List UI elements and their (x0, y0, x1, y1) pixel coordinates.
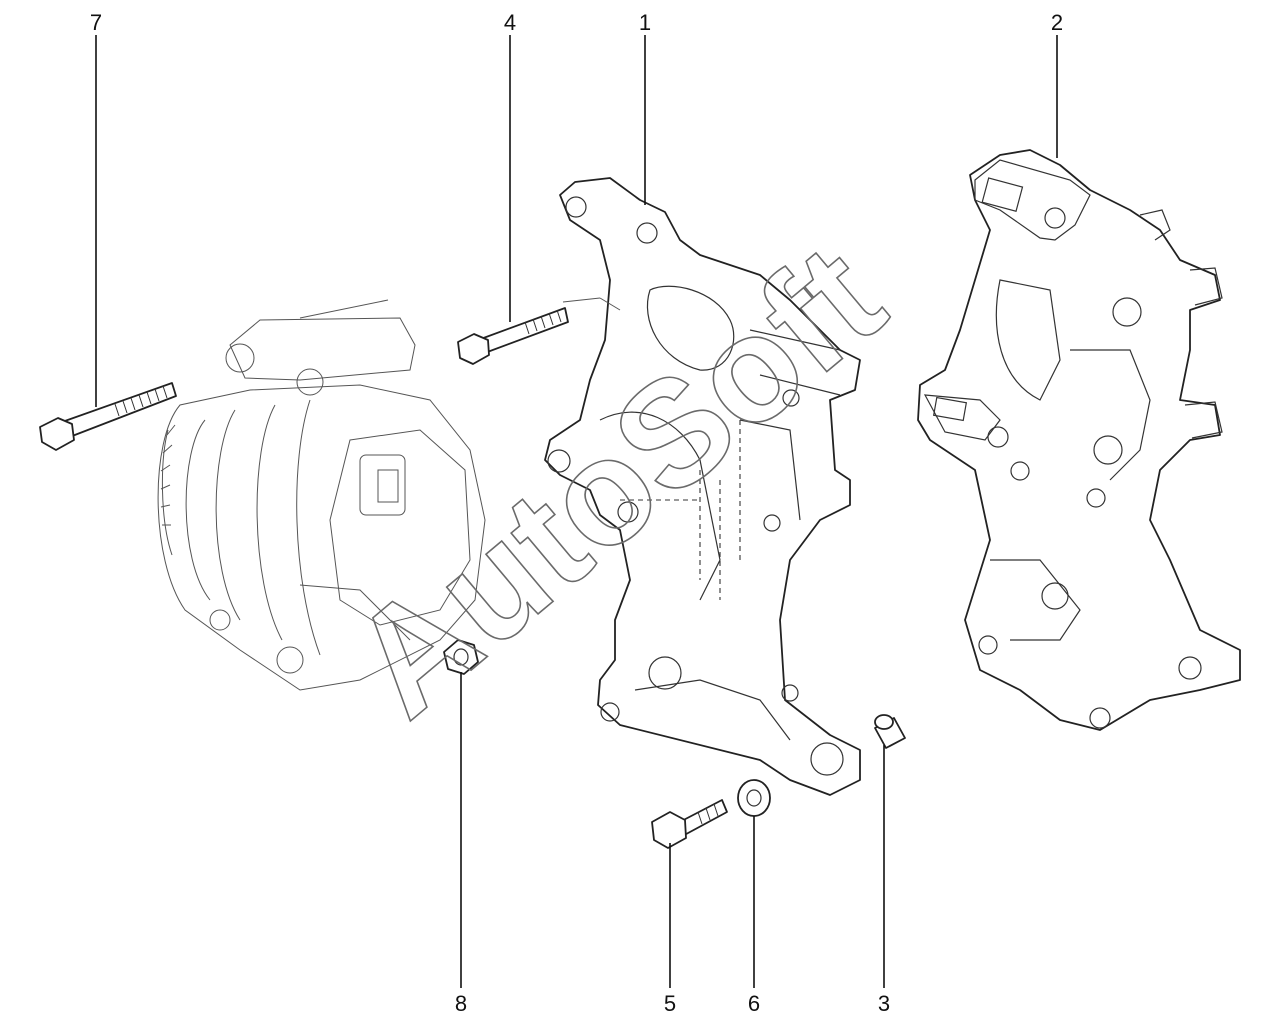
bolt-part-4 (457, 307, 569, 365)
callout-8: 8 (455, 991, 467, 1016)
leader-lines (95, 35, 1058, 988)
bushing-part-3 (874, 714, 906, 749)
nut-part-8 (443, 639, 479, 675)
bracket-part-2 (917, 149, 1241, 731)
bracket-part-1 (544, 177, 861, 796)
callout-5: 5 (664, 991, 676, 1016)
callout-4: 4 (504, 10, 516, 35)
callout-1: 1 (639, 10, 651, 35)
washer-part-6 (737, 779, 771, 817)
callout-2: 2 (1051, 10, 1063, 35)
callout-6: 6 (748, 991, 760, 1016)
callout-3: 3 (878, 991, 890, 1016)
alternator-ghost (157, 299, 486, 691)
bolt-part-7 (39, 382, 177, 451)
callout-7: 7 (90, 10, 102, 35)
bolt-part-5 (651, 799, 728, 849)
